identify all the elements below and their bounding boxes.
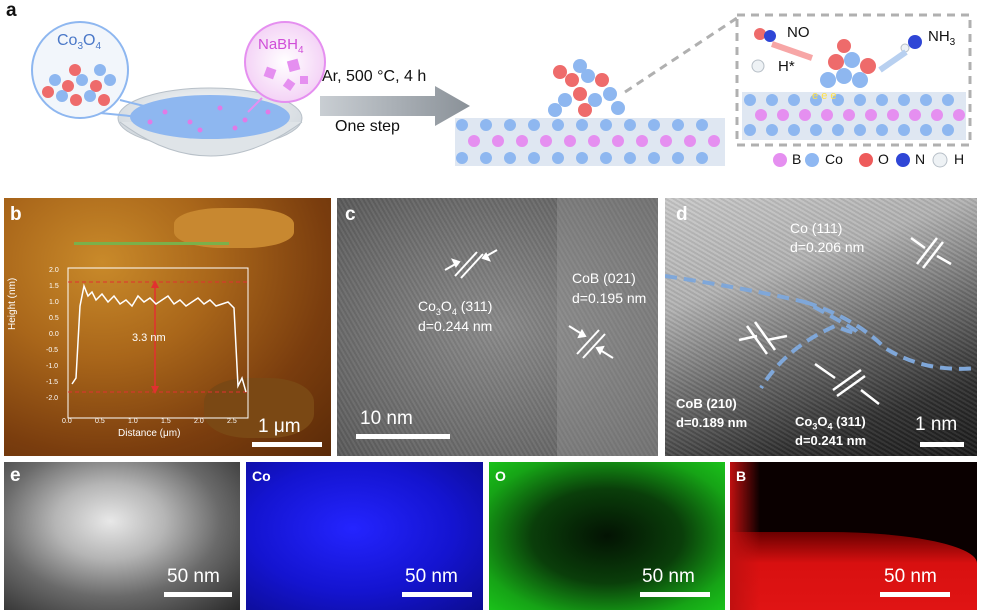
d-scale-bar [920,442,964,447]
legend-n-ball [896,153,910,167]
panel-b-label: b [10,204,22,225]
profile-line [74,242,229,245]
d-cob-plane: CoB (210) [676,396,737,411]
c-cob-plane: CoB (021) [572,270,636,286]
panel-a-synthesis-illustration [31,13,972,168]
panel-d-label: d [676,204,688,225]
b-xtick-5: 2.0 [194,418,204,425]
legend-o-ball [859,153,873,167]
legend-b-label: B [792,151,802,167]
d-co3o4-plane: Co3O4 (311) [795,414,866,432]
panel-c-tem-image [337,198,658,456]
b-ytick-8: -1.5 [46,379,59,386]
reaction-condition: Ar, 500 °C, 4 h [322,68,427,85]
b-ytick-6: -0.5 [46,347,59,354]
legend-h-label: H [954,151,965,167]
b-xtick-2: 0.5 [95,418,105,425]
legend-co-label: Co [825,151,843,167]
e-b-scale-label: 50 nm [884,566,937,587]
b-xlabel: Distance (μm) [118,428,181,439]
precursor-nabh4-label: NaBH4 [258,36,304,56]
eds-map-o [489,462,725,610]
e-co-scale-label: 50 nm [405,566,458,587]
eds-map-co [246,462,483,610]
panel-e-haadf-image [4,462,240,610]
legend-co-ball [805,153,819,167]
b-ytick-3: 1.0 [49,299,59,306]
d-co-plane: Co (111) [790,220,843,236]
panel-e-label: e [10,465,21,486]
eds-map-b-label: B [736,468,747,484]
c-co3o4-plane: Co3O4 (311) [418,298,493,317]
b-xtick-6: 2.5 [227,418,237,425]
process-arrow [320,86,470,126]
b-ytick-1: 2.0 [49,267,59,274]
b-scale-bar [252,442,322,447]
legend-b-ball [773,153,787,167]
e-b-scale-bar [880,592,950,597]
b-scale-bar-label: 1 μm [258,416,301,437]
e-haadf-scale-bar [164,592,232,597]
c-co3o4-spacing: d=0.244 nm [418,318,493,334]
e-o-scale-bar [640,592,710,597]
b-ytick-2: 1.5 [49,283,59,290]
inset-nh3-label: NH3 [928,28,956,48]
panel-b-afm-image [4,198,331,456]
b-ytick-4: 0.5 [49,315,59,322]
nabh4-bubble [244,21,326,103]
c-scale-bar [356,434,450,439]
reaction-method: One step [335,118,400,135]
e-o-scale-label: 50 nm [642,566,695,587]
e-haadf-scale-label: 50 nm [167,566,220,587]
catalyst-slab [455,118,725,166]
b-xtick-4: 1.5 [161,418,171,425]
c-fringe-markers [444,249,614,359]
d-co-spacing: d=0.206 nm [790,239,865,255]
height-profile-plot [67,267,249,419]
c-cob-spacing: d=0.195 nm [572,290,647,306]
co3o4-cluster [548,59,625,117]
d-co3o4-spacing: d=0.241 nm [795,433,867,448]
b-xtick-1: 0.0 [62,418,72,425]
d-interface-markers [665,236,977,405]
b-ytick-9: -2.0 [46,395,59,402]
d-scale-bar-label: 1 nm [915,414,958,435]
precursor-co3o4-label: Co3O4 [57,32,102,53]
eds-map-b [730,462,977,610]
e-co-scale-bar [402,592,472,597]
inset-h-label: H* [778,58,795,75]
b-ytick-7: -1.0 [46,363,59,370]
panel-c-label: c [345,204,356,225]
panel-d-hrtem-image [665,198,977,456]
electron-label: e e e [812,90,837,102]
legend-o-label: O [878,151,889,167]
c-scale-bar-label: 10 nm [360,408,413,429]
d-cob-spacing: d=0.189 nm [676,415,748,430]
eds-map-co-label: Co [252,468,271,484]
eds-map-o-label: O [495,468,506,484]
legend-h-ball [932,152,948,168]
b-ylabel: Height (nm) [7,277,18,330]
panel-a-label: a [6,0,17,21]
b-xtick-3: 1.0 [128,418,138,425]
inset-no-label: NO [787,24,810,41]
b-annotation-3p3nm: 3.3 nm [132,332,166,344]
b-ytick-5: 0.0 [49,331,59,338]
legend-n-label: N [915,151,926,167]
